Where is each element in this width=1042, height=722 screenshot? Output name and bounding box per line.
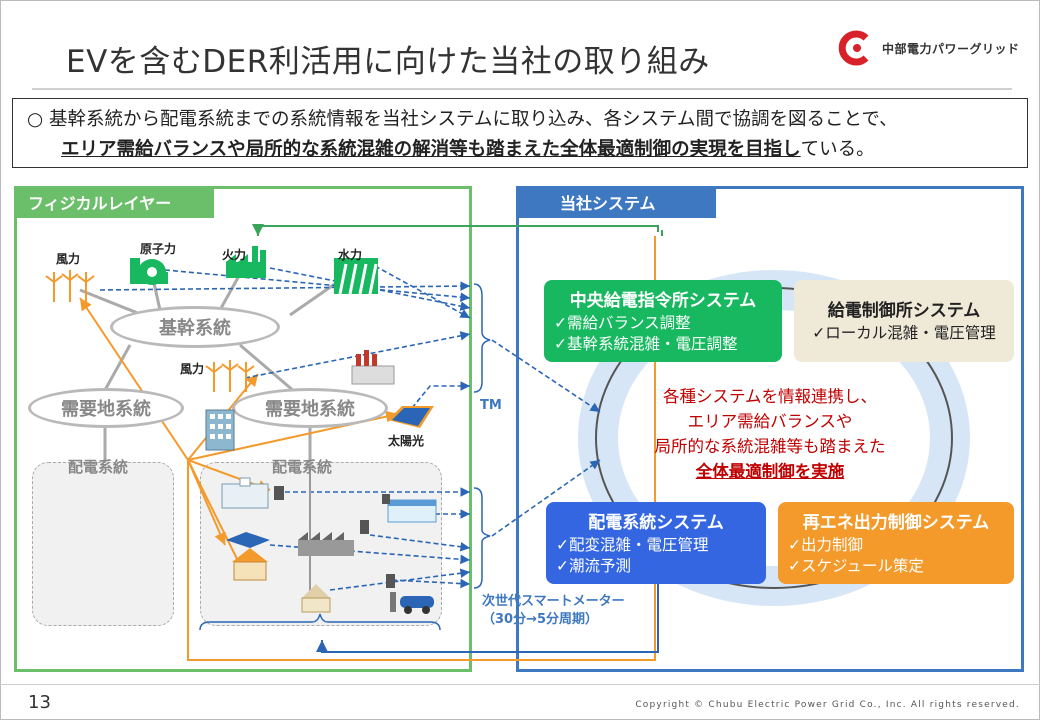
renewable-control-system-box: 再エネ出力制御システム ✓出力制御 ✓スケジュール策定	[778, 502, 1014, 584]
factory-icon-2	[298, 532, 354, 556]
shop-icon	[387, 499, 437, 523]
smart-meter-label: 次世代スマートメーター （30分→5分周期）	[482, 593, 625, 629]
meter-icon-4	[386, 574, 395, 588]
central-item-1: ✓需給バランス調整	[554, 314, 691, 332]
trunk-label: 基幹系統	[159, 318, 231, 339]
trunk-system-node: 基幹系統	[110, 306, 280, 348]
solar-house-icon	[226, 532, 270, 581]
summary-highlight: エリア需給バランスや局所的な系統混雑の解消等も踏まえた全体最適制御の実現を目指し	[61, 139, 801, 160]
center-line3: 局所的な系統混雑等も踏まえた	[654, 437, 886, 456]
renewable-item-2: ✓スケジュール策定	[788, 557, 924, 575]
center-line4: 全体最適制御を実施	[695, 462, 845, 481]
chubu-logo-icon	[838, 30, 869, 66]
thermal-label: 火力	[222, 248, 247, 262]
center-line2: エリア需給バランスや	[687, 412, 853, 431]
demand-system-node-2: 需要地系統	[232, 388, 388, 428]
company-logo: 中部電力パワーグリッド	[836, 30, 1020, 66]
demand-system-node-1: 需要地系統	[28, 388, 184, 428]
demand-label-2: 需要地系統	[265, 399, 355, 420]
logo-text: 中部電力パワーグリッド	[882, 41, 1020, 56]
solar-panel-icon	[388, 406, 434, 428]
central-dispatch-system-box: 中央給電指令所システム ✓需給バランス調整 ✓基幹系統混雑・電圧調整	[544, 280, 782, 362]
central-title: 中央給電指令所システム	[569, 291, 757, 311]
summary-bullet: ○	[27, 109, 44, 130]
ev-car-icon	[390, 592, 434, 614]
summary-box: ○ 基幹系統から配電系統までの系統情報を当社システムに取り込み、各システム間で協…	[12, 98, 1028, 168]
control-title: 給電制御所システム	[827, 301, 981, 321]
control-station-system-box: 給電制御所システム ✓ローカル混雑・電圧管理	[794, 280, 1014, 362]
thermal-plant-icon	[226, 246, 266, 278]
demand-label-1: 需要地系統	[61, 399, 151, 420]
smart-meter-line1: 次世代スマートメーター	[482, 594, 625, 609]
footer-divider	[0, 684, 1040, 685]
hydro-plant-icon	[334, 258, 378, 295]
dist-area-left	[32, 462, 174, 626]
nuclear-label: 原子力	[140, 242, 177, 256]
wind-label-2: 風力	[180, 362, 205, 376]
nuclear-plant-icon	[130, 258, 168, 285]
physical-layer-panel	[14, 186, 472, 672]
distribution-system-box: 配電系統システム ✓配変混雑・電圧管理 ✓潮流予測	[546, 502, 766, 584]
center-line1: 各種システムを情報連携し、	[662, 387, 877, 406]
system-panel	[516, 186, 1024, 672]
solar-label: 太陽光	[388, 434, 425, 448]
copyright: Copyright © Chubu Electric Power Grid Co…	[635, 700, 1020, 710]
renewable-item-1: ✓出力制御	[788, 536, 863, 554]
physical-layer-tag: フィジカルレイヤー	[14, 186, 214, 218]
wind-turbine-icon-2	[205, 360, 255, 392]
distribution-item-1: ✓配変混雑・電圧管理	[556, 536, 709, 554]
distribution-item-2: ✓潮流予測	[556, 557, 631, 575]
renewable-title: 再エネ出力制御システム	[802, 513, 990, 533]
meter-icon-3	[360, 520, 369, 534]
dist-label-2: 配電系統	[272, 458, 333, 476]
central-item-2: ✓基幹系統混雑・電圧調整	[554, 335, 738, 353]
hospital-icon	[221, 477, 269, 509]
tm-label: TM	[480, 398, 502, 413]
warehouse-icon	[301, 584, 331, 613]
summary-line2-rest: ている。	[800, 139, 875, 160]
meter-icon-1	[274, 486, 284, 500]
page-title: EVを含むDER利活用に向けた当社の取り組み	[66, 44, 710, 80]
page-number: 13	[28, 692, 51, 713]
title-divider	[32, 88, 1012, 90]
wind-label-1: 風力	[56, 252, 81, 266]
smart-meter-line2: （30分→5分周期）	[482, 612, 599, 627]
summary-line1: 基幹系統から配電系統までの系統情報を当社システムに取り込み、各システム間で協調を…	[49, 109, 898, 130]
wind-turbine-icon-1	[45, 270, 95, 302]
system-tag: 当社システム	[516, 186, 716, 218]
distribution-title: 配電系統システム	[588, 513, 724, 533]
center-description: 各種システムを情報連携し、 エリア需給バランスや 局所的な系統混雑等も踏まえた …	[620, 384, 920, 484]
office-building-icon	[205, 409, 235, 451]
control-item-1: ✓ローカル混雑・電圧管理	[812, 324, 996, 342]
dist-label-1: 配電系統	[68, 458, 129, 476]
meter-icon-2	[382, 494, 390, 504]
hydro-label: 水力	[338, 248, 363, 262]
factory-icon	[351, 350, 395, 385]
